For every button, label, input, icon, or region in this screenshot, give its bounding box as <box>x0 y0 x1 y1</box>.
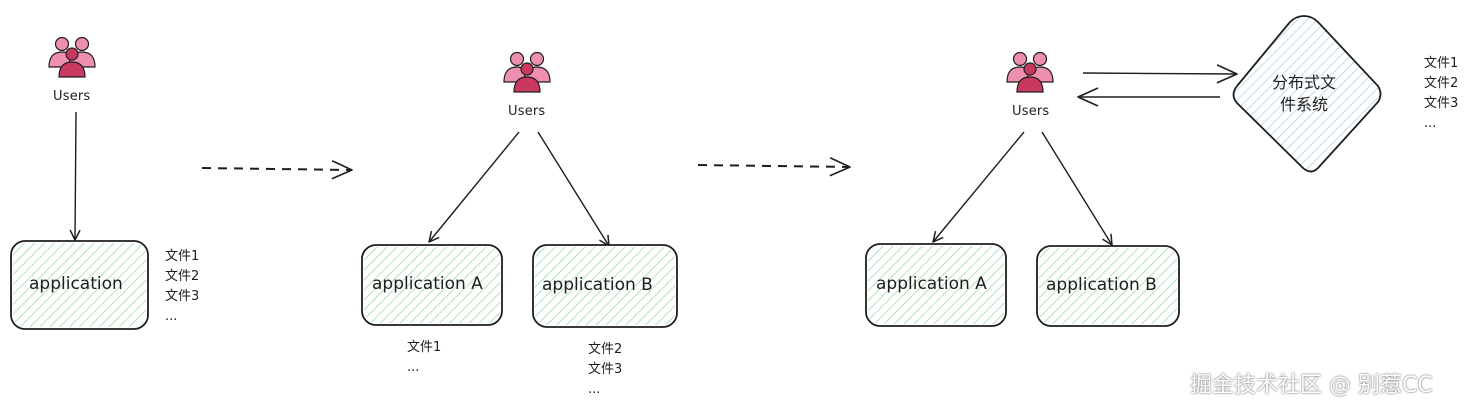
arrow-users-to-app-a <box>428 131 520 243</box>
file-item: 文件1 <box>407 340 442 355</box>
arrow-users-to-app-b <box>537 131 610 247</box>
users-label: Users <box>1012 104 1050 119</box>
users-label: Users <box>53 89 91 104</box>
app-b-box <box>532 244 678 328</box>
arrow-users-to-app-b <box>1041 131 1113 246</box>
distributed-file-system-node <box>1232 15 1382 173</box>
app-a-box <box>865 243 1007 327</box>
app-box <box>10 240 149 330</box>
app-b-label: application B <box>1046 275 1157 295</box>
watermark: 掘金技术社区 @ 别惹CC <box>1190 373 1433 398</box>
app-a-box <box>361 244 503 326</box>
users-group-icon <box>503 51 551 93</box>
file-item: 文件3 <box>1424 96 1459 111</box>
file-item: ... <box>1424 116 1437 131</box>
file-item: ... <box>165 309 178 324</box>
file-item: 文件1 <box>1424 56 1459 71</box>
file-item: 文件1 <box>165 249 200 264</box>
file-item: 文件3 <box>588 362 623 377</box>
app-a-label: application A <box>372 274 483 294</box>
file-item: ... <box>588 382 601 397</box>
arrow-users-to-dfs <box>1082 64 1238 84</box>
file-item: ... <box>407 360 420 375</box>
arrow-users-to-app-a <box>932 131 1025 243</box>
file-item: 文件2 <box>588 342 623 357</box>
app-b-box <box>1036 245 1180 327</box>
app-b-label: application B <box>542 275 653 295</box>
transition-arrow-2 <box>697 157 851 177</box>
file-item: 文件2 <box>165 269 200 284</box>
file-list: 文件1 文件2 文件3 ... <box>165 247 199 327</box>
file-list-b: 文件2 文件3 ... <box>588 340 622 400</box>
dfs-label: 分布式文 件系统 <box>1264 72 1344 116</box>
file-item: 文件3 <box>165 289 200 304</box>
users-label: Users <box>508 104 546 119</box>
file-item: 文件2 <box>1424 76 1459 91</box>
transition-arrow-1 <box>201 160 353 180</box>
users-group-icon <box>48 36 96 78</box>
file-list: 文件1 文件2 文件3 ... <box>1424 54 1458 134</box>
app-label: application <box>29 274 123 294</box>
file-list-a: 文件1 ... <box>407 338 441 378</box>
dfs-label-line: 件系统 <box>1279 95 1328 114</box>
arrow-users-to-app <box>69 111 81 241</box>
app-a-label: application A <box>876 274 987 294</box>
users-group-icon <box>1006 51 1054 93</box>
dfs-label-line: 分布式文 <box>1271 73 1336 92</box>
